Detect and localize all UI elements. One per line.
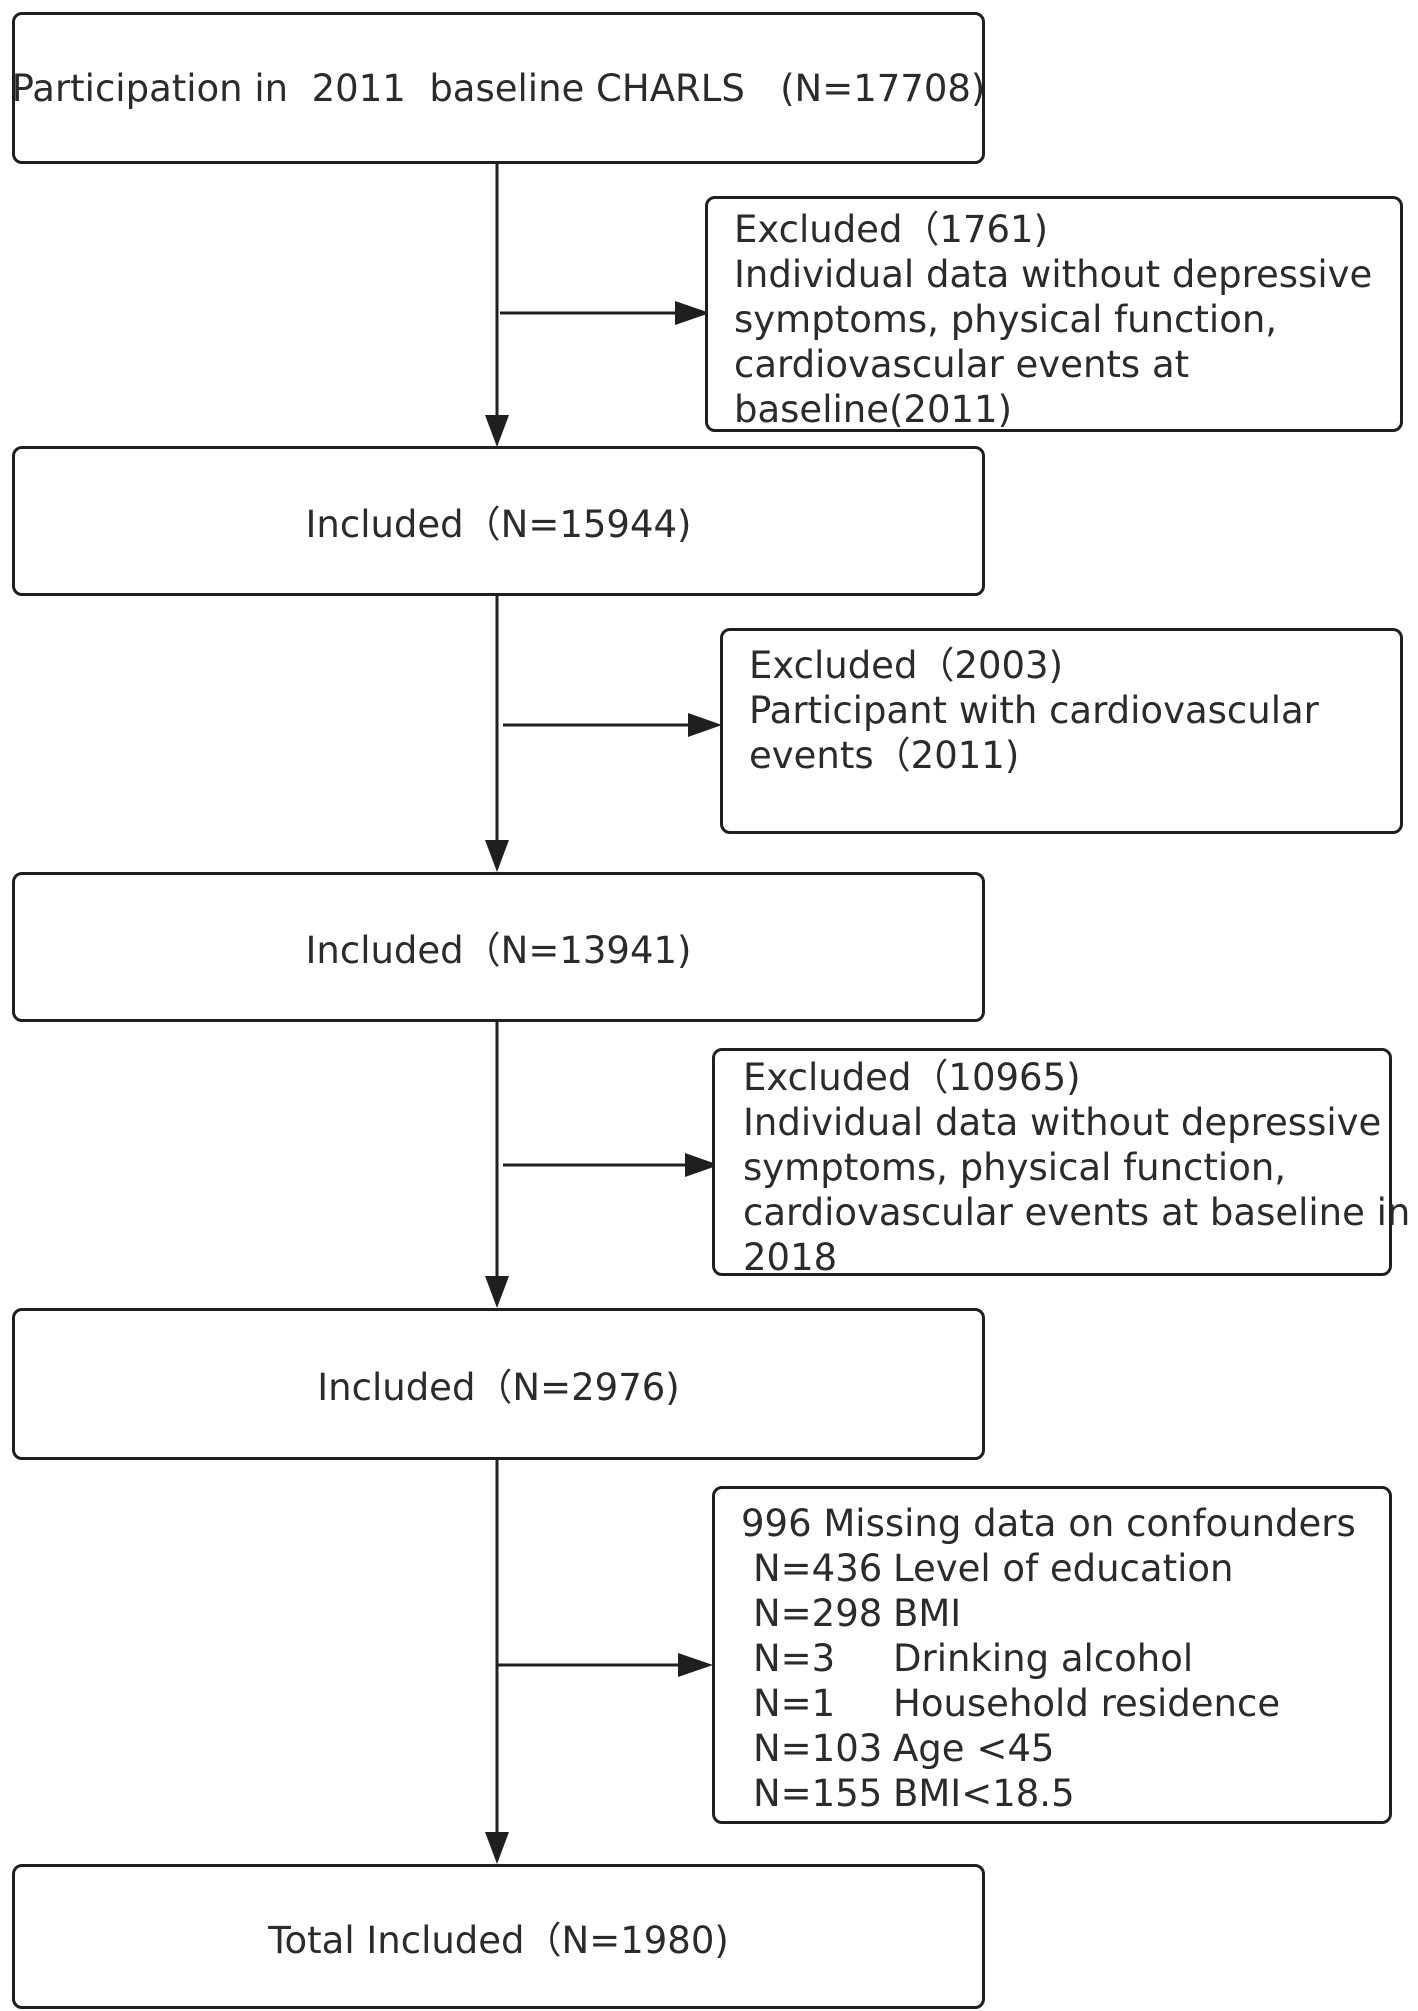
confounder-row: N=298 BMI [741,1591,1375,1636]
exclusion-box-2: Excluded（2003) Participant with cardiova… [720,628,1403,834]
step-label: Participation in 2011 baseline CHARLS (N… [11,66,986,110]
arrowhead-down-4 [485,1832,509,1864]
arrowhead-right-2 [688,713,722,737]
arrowhead-down-1 [485,415,509,447]
arrowhead-down-2 [485,840,509,872]
step-label: Included（N=15944) [305,503,692,546]
exclusion-box-confounders: 996 Missing data on confounders N=436 Le… [712,1486,1392,1824]
step-box-baseline: Participation in 2011 baseline CHARLS (N… [12,12,985,164]
confounder-count: N=3 [753,1637,836,1680]
confounder-label: Drinking alcohol [893,1637,1194,1680]
exclusion-title: Excluded（2003) [749,644,1064,687]
step-box-included-2: Included（N=13941) [12,872,985,1022]
confounder-label: BMI<18.5 [893,1772,1075,1815]
arrowhead-right-3 [685,1153,719,1177]
confounder-count: N=1 [753,1682,836,1725]
confounder-row: N=436 Level of education [741,1546,1375,1591]
step-box-included-1: Included（N=15944) [12,446,985,596]
confounder-label: Age <45 [893,1727,1055,1770]
step-label: Included（N=13941) [305,929,692,972]
confounder-count: N=298 [753,1592,883,1635]
step-label: Total Included（N=1980) [268,1918,729,1962]
exclusion-title: Excluded（1761) [734,208,1049,251]
exclusion-line: Individual data without depressive [743,1101,1382,1144]
exclusion-line: Participant with cardiovascular [749,689,1319,732]
confounder-count: N=436 [753,1547,883,1590]
exclusion-line: 2018 [743,1236,838,1279]
step-label: Included（N=2976) [317,1366,680,1409]
confounder-label: Household residence [893,1682,1281,1725]
confounder-row: N=3 Drinking alcohol [741,1636,1375,1681]
arrowhead-right-1 [675,301,710,325]
arrowhead-right-4 [678,1653,713,1677]
confounder-count: N=155 [753,1772,883,1815]
confounder-row: N=1 Household residence [741,1681,1375,1726]
step-box-included-3: Included（N=2976) [12,1308,985,1460]
exclusion-title: Excluded（10965) [743,1056,1081,1099]
exclusion-line: symptoms, physical function, [734,298,1278,341]
exclusion-line: Individual data without depressive [734,253,1373,296]
confounder-title: 996 Missing data on confounders [741,1502,1356,1545]
confounder-count: N=103 [753,1727,883,1770]
confounder-row: N=103 Age <45 [741,1726,1375,1771]
confounder-label: Level of education [893,1547,1234,1590]
exclusion-line: cardiovascular events at baseline in [743,1191,1411,1234]
exclusion-line: cardiovascular events at [734,343,1190,386]
arrowhead-down-3 [485,1276,509,1308]
step-box-total-included: Total Included（N=1980) [12,1864,985,2009]
exclusion-line: baseline(2011) [734,388,1013,431]
exclusion-line: events（2011) [749,734,1020,777]
confounder-row: N=155 BMI<18.5 [741,1771,1375,1816]
exclusion-box-1: Excluded（1761) Individual data without d… [705,196,1403,432]
confounder-label: BMI [893,1592,962,1635]
exclusion-line: symptoms, physical function, [743,1146,1287,1189]
exclusion-box-3: Excluded（10965) Individual data without … [712,1048,1411,1279]
